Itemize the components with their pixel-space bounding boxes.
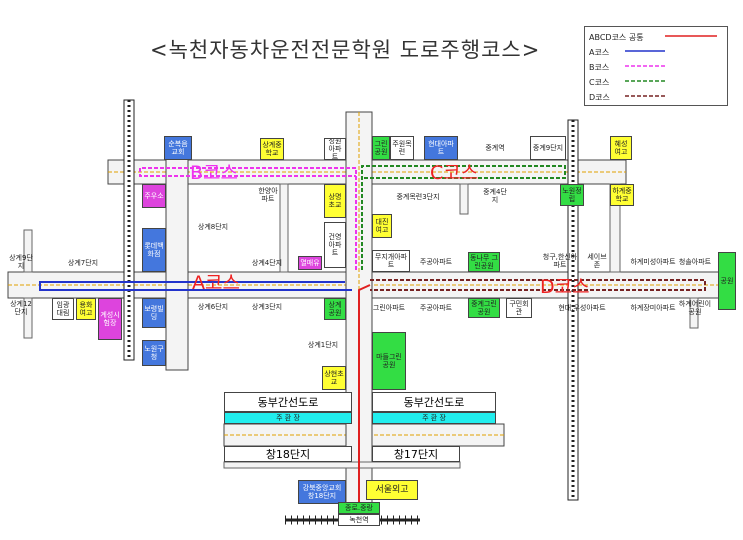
course-c-label: C코스: [430, 162, 479, 184]
box-gumin: 구민회관: [506, 298, 532, 318]
page-title: <녹천자동차운전전문학원 도로주행코스>: [150, 38, 541, 62]
legend: ABCD코스 공통 A코스 B코스 C코스 D코스: [584, 26, 728, 106]
legend-item-common: ABCD코스 공통: [589, 33, 644, 42]
label-seibo: 세이브존: [587, 253, 607, 269]
box-juwon: 주원목련: [390, 136, 414, 160]
box-hyundai: 현대아파트: [424, 136, 458, 160]
label-sanggye8: 상계8단지: [197, 223, 229, 231]
course-a-path: [39, 281, 352, 291]
legend-item-a: A코스: [589, 48, 610, 57]
label-sanggye9: 상계9단지: [9, 254, 33, 270]
road-side-5: [23, 229, 33, 273]
label-jugong2: 주공아파트: [419, 304, 453, 312]
road-side-1: [279, 183, 289, 273]
label-junggye4: 중계4단지: [483, 188, 507, 204]
box-sangmyung: 상명초교: [324, 184, 346, 218]
label-cheongsol: 청솔아파트: [678, 258, 712, 266]
road-left-vertical: [165, 139, 189, 371]
course-b-path: [139, 167, 357, 270]
label-juhwanjang-right: 주 환 장: [372, 412, 496, 424]
box-green1: 그린공원: [372, 136, 390, 160]
box-green2: 동나무 그린공원: [468, 252, 500, 272]
course-a-label: A코스: [192, 272, 240, 294]
box-daeji: 대진여고: [372, 214, 392, 238]
box-hagye-school: 하계중학교: [610, 184, 634, 206]
label-junggye-park: 중계목련3단지: [396, 193, 440, 201]
label-sanggye4: 상계4단지: [251, 259, 283, 267]
box-sanggye-park: 상계공원: [324, 298, 346, 320]
label-green-apt: 그린아파트: [372, 304, 406, 312]
box-nowon-gu: 노원구청: [142, 340, 166, 366]
label-juhwanjang-left: 주 환 장: [224, 412, 352, 424]
label-sanggye1: 상계1단지: [307, 341, 339, 349]
box-yongwha: 용화여고: [76, 298, 96, 320]
box-inhwa: 임광대림: [52, 298, 74, 320]
label-chang17: 창17단지: [372, 446, 460, 462]
label-jungui: 중계역: [485, 144, 505, 152]
box-sanghyeon: 상현초교: [322, 366, 346, 390]
box-geonyeong: 건영아파트: [324, 222, 346, 268]
label-hanyang: 한양아파트: [258, 187, 278, 203]
box-sunbokeum: 순복음교회: [164, 136, 192, 160]
label-sanggye12: 상계12단지: [10, 300, 32, 316]
box-yeolmae: 열매유: [298, 256, 322, 270]
box-gyesong: 계성시험장: [98, 298, 122, 340]
box-junggye-green: 중계그린공원: [468, 298, 500, 318]
label-chang18: 창18단지: [224, 446, 352, 462]
course-d-label: D코스: [540, 276, 590, 298]
label-hagye-jangmi: 하계장미아파트: [630, 304, 676, 312]
box-nokcheon: 녹천역: [338, 514, 380, 526]
label-sanggye7: 상계7단지: [67, 259, 99, 267]
course-b-label: B코스: [190, 162, 238, 184]
course-common-path: [358, 284, 371, 520]
label-dongbu-right: 동부간선도로: [372, 392, 496, 412]
label-hyundai-woosung: 현대,우성아파트: [558, 304, 606, 312]
road-side-6: [23, 297, 33, 339]
box-jongro: 종로.중랑: [338, 502, 380, 514]
box-gangbuk-center: 강북중앙교회창18단지: [298, 480, 346, 504]
box-juju: 주우소: [142, 184, 166, 208]
legend-item-b: B코스: [589, 63, 610, 72]
label-sanggye3: 상계3단지: [251, 303, 283, 311]
label-cheongguhanshin: 청구,한신아파트: [542, 253, 578, 269]
box-hyesung: 혜성여고: [610, 136, 632, 160]
road-side-2: [459, 183, 469, 215]
course-c-path: [361, 165, 566, 270]
box-nopo: 노원정립: [560, 184, 584, 206]
label-dongbu-left: 동부간선도로: [224, 392, 352, 412]
box-lotte: 롯데백화점: [142, 228, 166, 272]
box-seoul-foreign: 서울외고: [366, 480, 418, 500]
label-jugong: 주공아파트: [419, 258, 453, 266]
label-hagye-mirae: 하계어린이공원: [678, 300, 712, 316]
box-muji: 무지개아파트: [372, 250, 410, 272]
box-sanggye-school: 상계중학교: [260, 138, 284, 160]
label-sanggye6: 상계6단지: [197, 303, 229, 311]
label-hagye-mise: 하계미성아파트: [630, 258, 676, 266]
box-madeul: 마들그린공원: [372, 332, 406, 390]
road-bottom-h: [223, 461, 461, 469]
box-junggye-bldg: 중계9단지: [530, 136, 566, 160]
legend-lines: [625, 35, 717, 97]
box-boryeong: 보령빌딩: [142, 298, 166, 328]
course-d-path: [370, 279, 706, 291]
box-seongwon: 성원아파트: [324, 138, 346, 160]
road-side-4: [689, 297, 699, 329]
box-park-right: 공원: [718, 252, 736, 310]
legend-item-c: C코스: [589, 78, 610, 87]
legend-item-d: D코스: [589, 93, 610, 102]
